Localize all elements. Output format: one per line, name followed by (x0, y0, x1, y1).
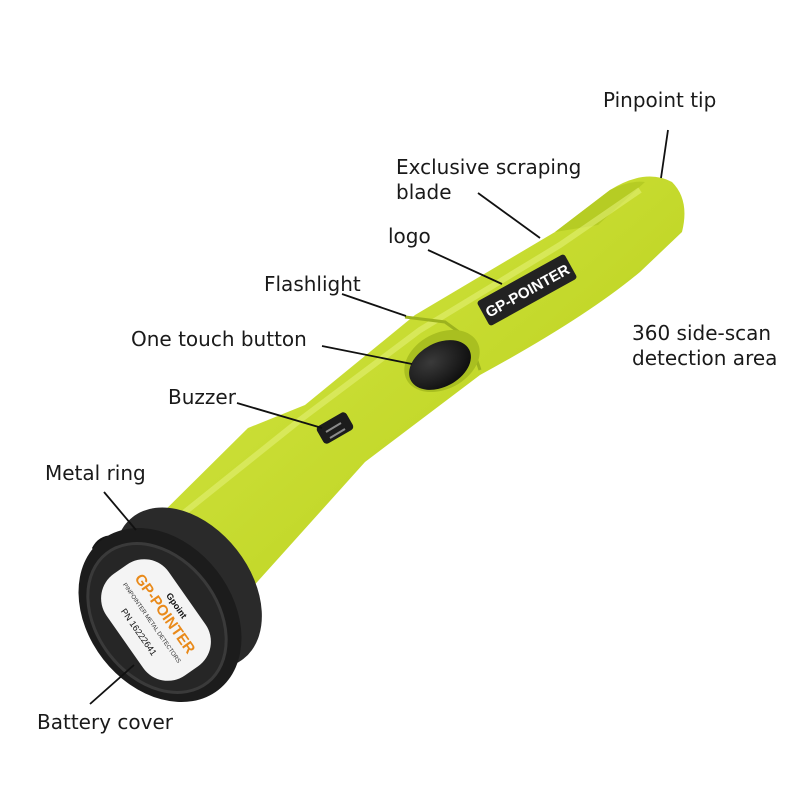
body-highlight (173, 187, 642, 523)
label-scraping-blade: Exclusive scraping blade (396, 155, 582, 204)
label-side-scan: 360 side-scan detection area (632, 321, 778, 370)
label-one-touch-button: One touch button (131, 327, 307, 351)
one-touch-button (409, 340, 471, 390)
leader-flashlight (341, 293, 407, 317)
label-logo: logo (388, 224, 431, 248)
leader-one-touch-button (321, 345, 413, 365)
leader-metal-ring (103, 491, 137, 531)
label-buzzer: Buzzer (168, 385, 236, 409)
leader-pinpoint-tip (660, 129, 669, 179)
label-flashlight: Flashlight (264, 272, 361, 296)
label-battery-cover: Battery cover (37, 710, 173, 734)
leader-logo (427, 249, 503, 285)
buzzer-grille (316, 412, 354, 444)
device-body (140, 176, 685, 656)
scraping-blade-ridge (555, 181, 645, 232)
label-pinpoint-tip: Pinpoint tip (603, 88, 717, 112)
leader-scraping-blade (477, 192, 541, 239)
buzzer-slot (329, 428, 346, 439)
leader-battery-cover (89, 664, 135, 705)
label-metal-ring: Metal ring (45, 461, 146, 485)
buzzer-slot (325, 422, 342, 433)
leader-buzzer (236, 402, 323, 429)
